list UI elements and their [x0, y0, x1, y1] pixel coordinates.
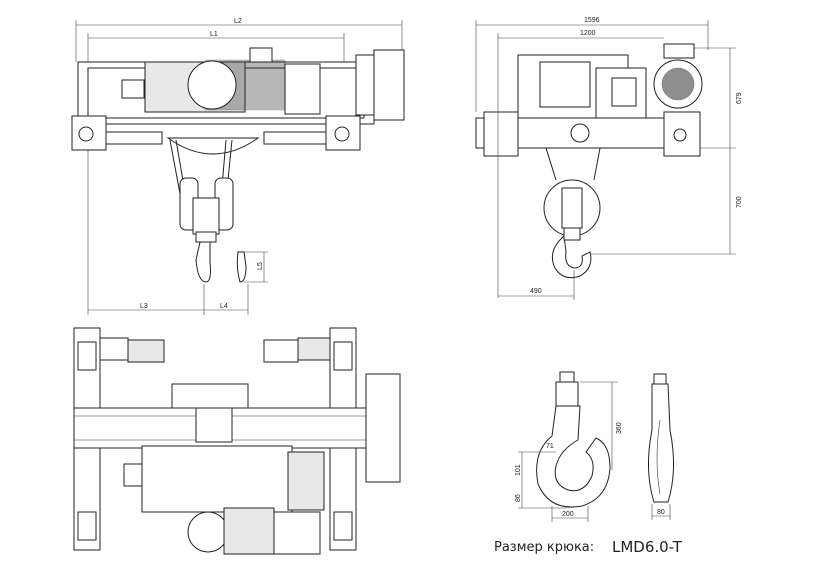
dim-L4: L4 [220, 303, 228, 310]
dim-101: 101 [515, 464, 522, 476]
dim-200: 200 [562, 511, 574, 518]
dim-1200: 1200 [580, 30, 596, 37]
front-view: L2 L1 L3 L4 L5 [71, 18, 405, 315]
dim-86: 86 [515, 494, 522, 502]
dim-1596: 1596 [584, 17, 600, 24]
dim-L2: L2 [234, 18, 242, 25]
dim-700: 700 [736, 196, 743, 208]
dim-80: 80 [657, 509, 665, 516]
dim-L1: L1 [210, 31, 218, 38]
dim-490: 490 [530, 288, 542, 295]
dim-360: 360 [616, 422, 623, 434]
dim-L3: L3 [140, 303, 148, 310]
dim-L5: L5 [257, 262, 264, 270]
side-view: 1596 1200 679 700 490 [475, 17, 743, 300]
plan-view [73, 327, 401, 555]
hook-size-value: LMD6.0-T [612, 538, 682, 556]
dim-679: 679 [736, 92, 743, 104]
hook-size-label: Размер крюка: [494, 540, 595, 555]
dim-71: 71 [546, 443, 554, 450]
hook-detail: 360 101 86 200 71 80 [515, 371, 675, 522]
